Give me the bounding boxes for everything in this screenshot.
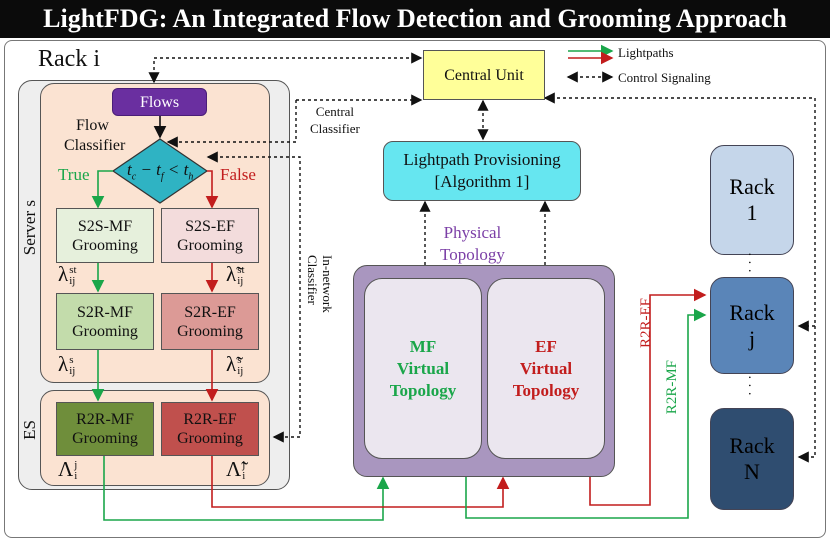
true-label: True xyxy=(58,165,90,184)
r2r-mf-lightpath xyxy=(103,456,390,521)
flow-classifier-line-1: Flow xyxy=(76,117,109,134)
lightpath-provisioning-box: Lightpath Provisioning[Algorithm 1] xyxy=(383,141,581,201)
r2r-mf-link-label: R2R-MF xyxy=(664,360,680,415)
rack-i-label: Rack i xyxy=(38,46,100,72)
in-network-classifier-control xyxy=(206,151,301,443)
central-to-racks-control xyxy=(543,92,816,463)
legend-control-signaling: Control Signaling xyxy=(618,70,711,85)
false-branch-arrow xyxy=(205,170,219,209)
decision-diamond xyxy=(111,138,209,204)
r2r-ef-link-label: R2R-EF xyxy=(638,298,654,349)
flow-classifier-label: Flow Classifier xyxy=(64,116,125,156)
flows-box: Flows xyxy=(112,88,207,116)
r2r-ef-lightpath xyxy=(211,456,510,508)
false-label: False xyxy=(220,165,256,184)
flow-classifier-line-2: Classifier xyxy=(64,137,126,154)
central-unit-box: Central Unit xyxy=(423,50,545,100)
diagram-frame xyxy=(4,40,826,538)
rack-to-central-control xyxy=(148,52,423,84)
threshold-condition: tc − tf < th xyxy=(127,160,194,183)
rack-ellipsis-lower: · · · xyxy=(741,375,756,396)
central-classifier-control xyxy=(166,100,297,148)
legend-lightpaths: Lightpaths xyxy=(618,45,674,60)
page-title: LightFDG: An Integrated Flow Detection a… xyxy=(0,0,830,38)
true-branch-arrow xyxy=(91,170,113,209)
rack-ellipsis-upper: · · · xyxy=(741,252,756,273)
